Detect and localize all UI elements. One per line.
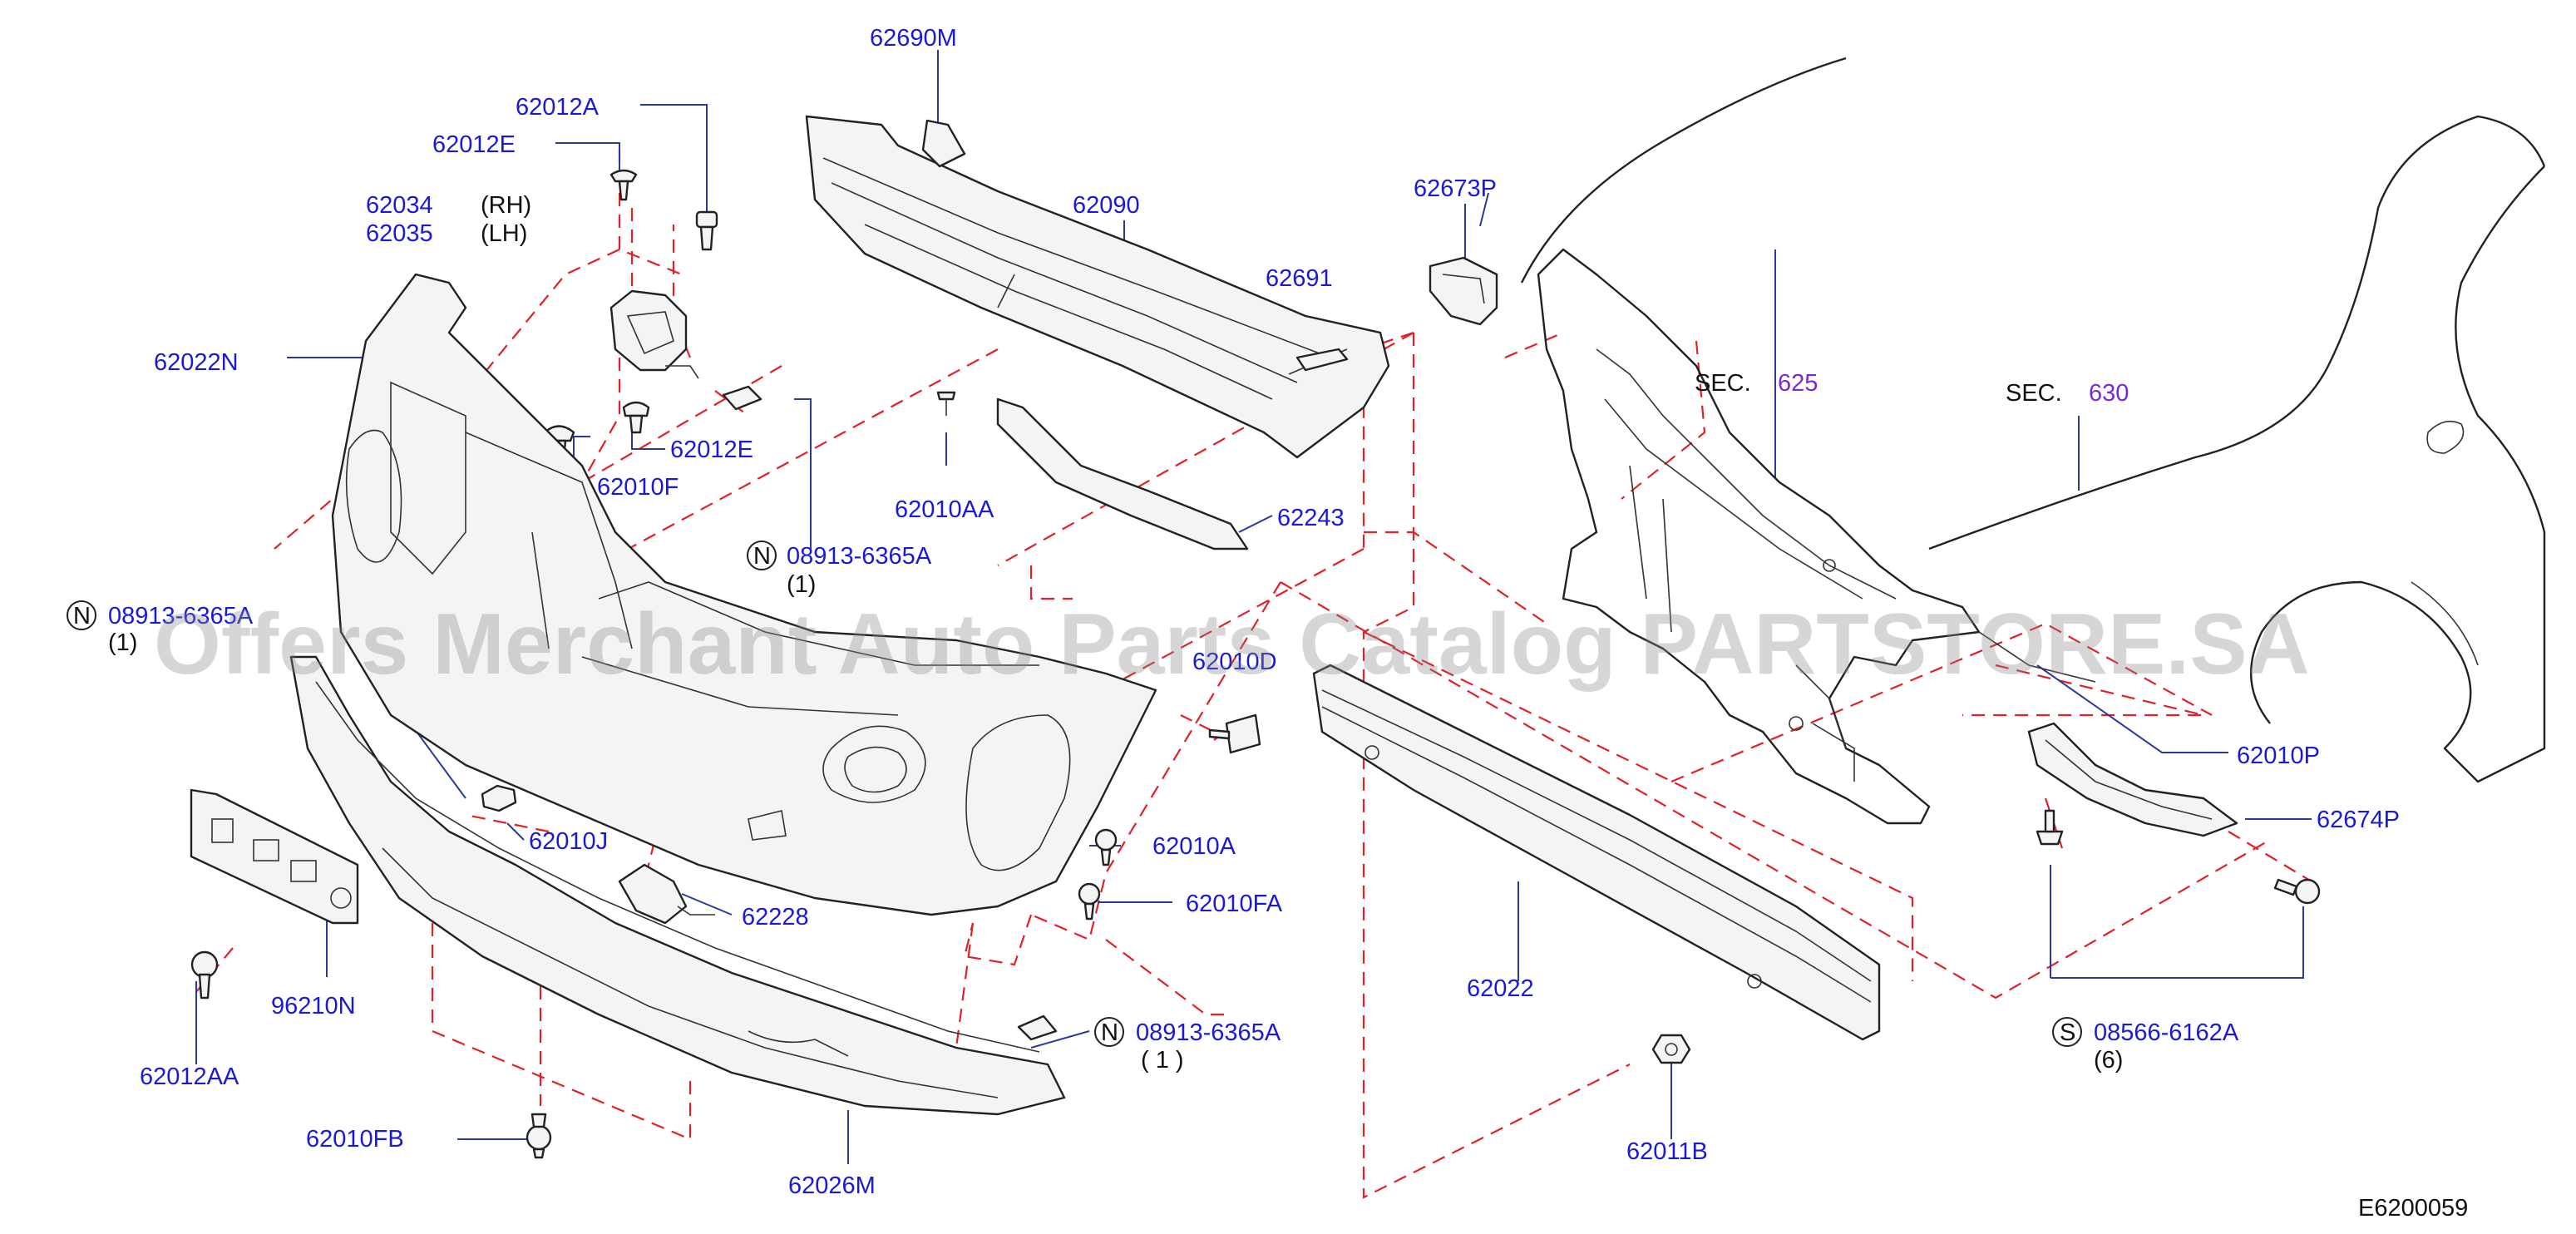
lower-bumper-62026M[interactable] [289,655,1066,1116]
n-badge-top [747,540,777,570]
label-96210N[interactable]: 96210N [271,993,356,1019]
n-badge-left-text: N [73,603,91,629]
part-labels: 62690M 62012A 62012E 62034 (RH) 62035 (L… [67,25,2468,1222]
label-62010F[interactable]: 62010F [597,474,679,501]
nut-62011B[interactable] [1651,1034,1691,1064]
label-62674P[interactable]: 62674P [2317,807,2400,833]
diagram-id: E6200059 [2358,1195,2468,1222]
screw-62010AA[interactable] [936,391,956,416]
label-62010A[interactable]: 62010A [1152,833,1236,860]
bracket-62673P[interactable] [1429,256,1498,326]
tow-hook-cover-62228[interactable] [618,863,715,925]
label-08913-top-qty: (1) [787,571,816,598]
bumper-reinforcement-62090[interactable] [805,115,1390,459]
sec-630-number[interactable]: 630 [2089,380,2129,407]
clip-62012E-bottom[interactable] [622,401,650,434]
bolt-62012AA[interactable] [190,950,219,1000]
clip-62012E-top[interactable] [609,169,638,201]
bumper-beam-62022[interactable] [1312,664,1881,1041]
clip-62010J[interactable] [481,784,517,812]
label-62010J[interactable]: 62010J [529,828,608,855]
label-62243[interactable]: 62243 [1277,505,1345,531]
absorber-62243[interactable] [996,397,1249,550]
label-62012E-bottom[interactable]: 62012E [670,437,753,463]
s-badge [2052,1017,2082,1047]
label-08913-left[interactable]: 08913-6365A [108,603,254,629]
nut-08913-top[interactable] [722,385,762,411]
label-08913-bottom[interactable]: 08913-6365A [1136,1019,1281,1046]
clip-62010FB[interactable] [526,1113,552,1159]
sec-630-prefix: SEC. [2006,380,2062,407]
label-62012E-top[interactable]: 62012E [432,131,516,158]
label-08913-left-qty: (1) [108,629,137,656]
label-62022[interactable]: 62022 [1467,975,1534,1002]
radiator-core-support-sec625[interactable] [1537,248,1981,825]
label-62012A[interactable]: 62012A [516,94,600,121]
label-62010FB[interactable]: 62010FB [306,1126,404,1153]
bolt-62012A[interactable] [695,210,718,251]
n-badge-bottom-text: N [1101,1019,1118,1046]
clip-62010FA[interactable] [1078,882,1101,921]
clip-62691[interactable] [1295,348,1349,372]
label-62035-side: (LH) [481,220,527,247]
bolt-08566-right[interactable] [2273,878,2321,905]
label-62010AA[interactable]: 62010AA [895,496,994,523]
label-62034[interactable]: 62034 [366,192,433,219]
label-62010P[interactable]: 62010P [2237,743,2320,769]
bracket-62674P[interactable] [2027,722,2238,837]
label-62691[interactable]: 62691 [1266,265,1333,292]
n-badge-bottom [1094,1017,1124,1047]
label-62034-side: (RH) [481,192,531,219]
bumper-fascia-62022N[interactable] [331,273,1157,916]
label-62673P[interactable]: 62673P [1414,175,1497,202]
label-62010FA[interactable]: 62010FA [1186,891,1283,917]
label-62090[interactable]: 62090 [1073,192,1140,219]
label-62010D[interactable]: 62010D [1192,649,1277,675]
sec-625-prefix: SEC. [1695,370,1751,397]
label-08913-top[interactable]: 08913-6365A [787,543,932,570]
fog-lamp-bracket-62034[interactable] [609,289,699,379]
label-62690M[interactable]: 62690M [870,25,957,52]
fender-sec630[interactable] [1520,57,2546,783]
label-08566-qty: (6) [2094,1047,2123,1074]
bolt-08566-left[interactable] [2036,809,2064,846]
n-badge-left [67,600,96,630]
label-62228[interactable]: 62228 [742,904,809,930]
sec-625-number[interactable]: 625 [1778,370,1818,397]
label-62026M[interactable]: 62026M [788,1172,876,1199]
license-bracket-96210N[interactable] [190,788,359,925]
watermark: Offers Merchant Auto Parts Catalog PARTS… [154,596,2310,693]
label-62012AA[interactable]: 62012AA [140,1064,239,1090]
label-08566[interactable]: 08566-6162A [2094,1019,2239,1046]
nut-08913-bottom[interactable] [1017,1014,1058,1041]
s-badge-text: S [2060,1019,2075,1046]
bracket-62690M[interactable] [921,119,966,168]
n-badge-top-text: N [753,543,771,570]
label-08913-bottom-qty: ( 1 ) [1141,1047,1184,1074]
label-62022N[interactable]: 62022N [154,349,239,376]
clip-62010A[interactable] [1094,828,1118,866]
bolt-62010D[interactable] [1208,713,1261,754]
label-62035[interactable]: 62035 [366,220,433,247]
label-62011B[interactable]: 62011B [1626,1138,1708,1165]
